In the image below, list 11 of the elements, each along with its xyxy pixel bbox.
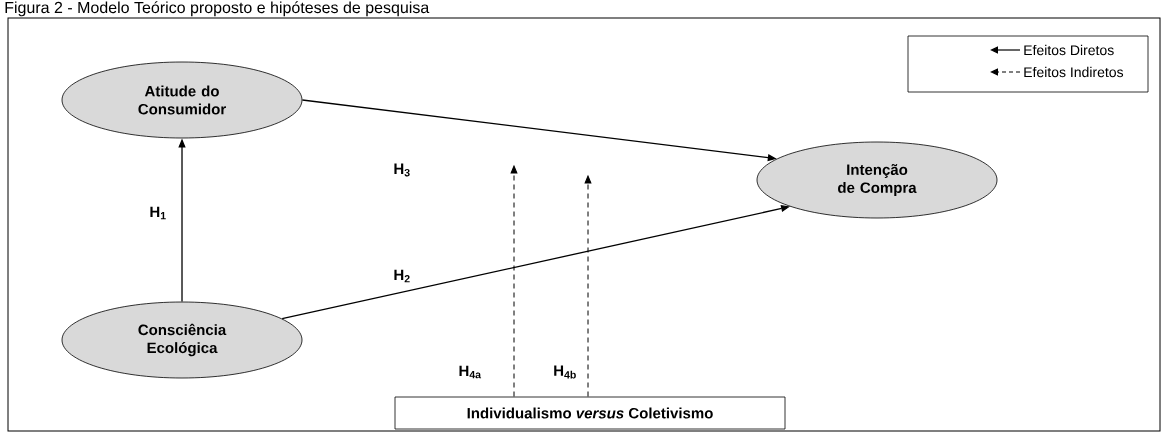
dashed-arrow <box>510 165 518 398</box>
edge-label: H$_{2}$ <box>392 268 412 284</box>
legend-text: Efeitos Indiretos <box>1024 66 1124 78</box>
moderator-box: Individualismo versus Coletivismo <box>394 396 786 430</box>
figure-title: Figura 2 - Modelo Teórico proposto e hipóteses de pesquisa <box>5 1 430 17</box>
edge-label: H$_{3}$ <box>392 162 412 178</box>
edge-label: H$_{4b}$ <box>552 364 578 380</box>
dashed-arrow <box>584 175 592 398</box>
edge-label: H$_{1}$ <box>148 205 168 221</box>
edge-label: H$_{4a}$ <box>457 364 483 380</box>
legend-text: Efeitos Diretos <box>1024 44 1114 56</box>
